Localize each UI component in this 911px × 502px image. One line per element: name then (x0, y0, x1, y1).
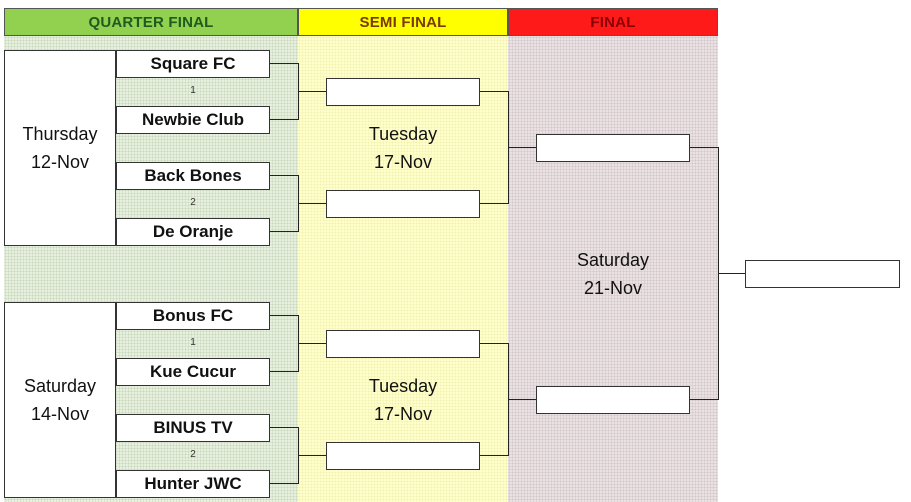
final-day: Saturday 21-Nov (536, 246, 690, 302)
sf-group-2-day: Tuesday (368, 376, 438, 396)
bracket-line (718, 273, 745, 274)
champion-slot[interactable] (745, 260, 900, 288)
qf-group-day-2: Saturday 14-Nov (4, 372, 116, 428)
qf-group-1-date: 12-Nov (30, 152, 90, 172)
final-day-date: 21-Nov (583, 278, 643, 298)
team-box[interactable]: Bonus FC (116, 302, 270, 330)
qf-group-2-date: 14-Nov (30, 404, 90, 424)
team-box[interactable]: BINUS TV (116, 414, 270, 442)
semi-final-column (298, 36, 508, 502)
semi-final-slot[interactable] (326, 442, 480, 470)
bracket-line (270, 483, 298, 484)
final-slot[interactable] (536, 134, 690, 162)
sf-group-1-date: 17-Nov (373, 152, 433, 172)
bracket-line (298, 91, 326, 92)
qf-group-box-2 (4, 302, 116, 498)
bracket-line (270, 371, 298, 372)
sf-group-1-day: Tuesday (368, 124, 438, 144)
bracket-line (508, 399, 536, 400)
bracket-line (270, 315, 298, 316)
bracket-line (480, 91, 508, 92)
bracket-line (480, 455, 508, 456)
final-header: FINAL (508, 8, 718, 36)
team-box[interactable]: Newbie Club (116, 106, 270, 134)
team-box[interactable]: De Oranje (116, 218, 270, 246)
bracket-line (298, 343, 326, 344)
match-number: 2 (190, 449, 196, 460)
bracket-line (480, 343, 508, 344)
bracket-line (270, 119, 298, 120)
final-day-name: Saturday (576, 250, 650, 270)
match-number: 2 (190, 197, 196, 208)
sf-group-day-1: Tuesday 17-Nov (326, 120, 480, 176)
bracket-line (270, 63, 298, 64)
match-number: 1 (190, 85, 196, 96)
bracket-line (298, 455, 326, 456)
team-box[interactable]: Back Bones (116, 162, 270, 190)
match-number: 1 (190, 337, 196, 348)
bracket-line (690, 147, 718, 148)
final-column (508, 36, 718, 502)
bracket-line (480, 203, 508, 204)
bracket-line (298, 203, 326, 204)
team-box[interactable]: Square FC (116, 50, 270, 78)
bracket-line (270, 427, 298, 428)
semi-final-slot[interactable] (326, 330, 480, 358)
sf-group-2-date: 17-Nov (373, 404, 433, 424)
qf-group-2-day: Saturday (23, 376, 97, 396)
qf-group-box-1 (4, 50, 116, 246)
bracket-line (270, 175, 298, 176)
bracket-line (508, 147, 536, 148)
final-slot[interactable] (536, 386, 690, 414)
qf-group-day-1: Thursday 12-Nov (4, 120, 116, 176)
team-box[interactable]: Hunter JWC (116, 470, 270, 498)
semi-final-slot[interactable] (326, 78, 480, 106)
sf-group-day-2: Tuesday 17-Nov (326, 372, 480, 428)
bracket-line (270, 231, 298, 232)
semi-final-header: SEMI FINAL (298, 8, 508, 36)
team-box[interactable]: Kue Cucur (116, 358, 270, 386)
qf-group-1-day: Thursday (22, 124, 98, 144)
semi-final-slot[interactable] (326, 190, 480, 218)
quarter-final-header: QUARTER FINAL (4, 8, 298, 36)
bracket-line (690, 399, 718, 400)
